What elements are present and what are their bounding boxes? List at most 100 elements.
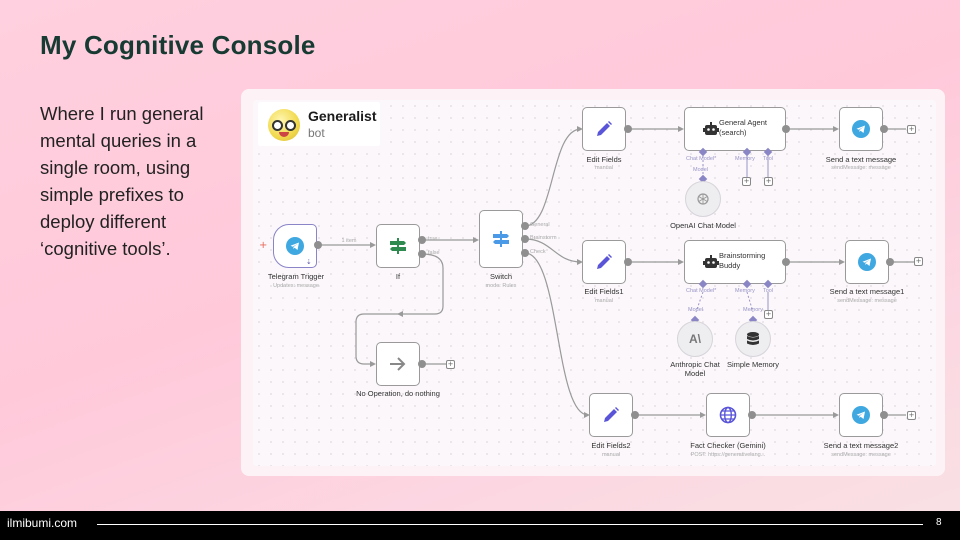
add-node-button[interactable]: + [914, 257, 923, 266]
output-handle[interactable] [631, 411, 639, 419]
node-title: Edit Fields [586, 155, 622, 164]
node-openai-chat-model[interactable] [685, 181, 721, 217]
node-title-line1: General Agent [719, 118, 767, 127]
output-handle[interactable] [418, 360, 426, 368]
node-send-text-message2[interactable] [839, 393, 883, 437]
trigger-lightning-icon: + [259, 240, 268, 251]
node-subtitle: manual [601, 452, 621, 458]
pencil-icon [597, 254, 612, 269]
node-edit-fields2[interactable] [589, 393, 633, 437]
node-fact-checker[interactable] [706, 393, 750, 437]
telegram-icon [286, 237, 304, 255]
port-label-brainstorm: Brainstorm [530, 235, 557, 241]
add-node-button[interactable]: + [907, 125, 916, 134]
node-send-text-message1[interactable] [845, 240, 889, 284]
port-label-memory: Memory [743, 307, 763, 313]
port-label-model: Model [688, 307, 703, 313]
node-title: General Agent (search) [719, 118, 767, 138]
node-title-line1: Anthropic Chat [670, 360, 720, 369]
output-handle[interactable] [782, 125, 790, 133]
robot-icon [703, 255, 719, 268]
switch-check-handle[interactable] [521, 249, 529, 257]
port-label-tool: Tool [763, 288, 774, 294]
slide-title: My Cognitive Console [40, 30, 316, 60]
node-title: Simple Memory [726, 360, 780, 369]
bot-card: Generalist bot [258, 102, 380, 146]
node-telegram-trigger[interactable]: ⇣ [273, 224, 317, 268]
pencil-icon [597, 121, 612, 136]
node-if[interactable] [376, 224, 420, 268]
anthropic-icon: A\ [689, 332, 701, 346]
pencil-icon [604, 407, 619, 422]
node-edit-fields[interactable] [582, 107, 626, 151]
port-label-tool: Tool [763, 156, 774, 162]
footer-site-name: ilmibumi.com [7, 516, 78, 530]
node-switch[interactable] [479, 210, 523, 268]
node-title: No Operation, do nothing [356, 389, 440, 398]
port-label-memory: Memory [735, 156, 755, 162]
port-label-chat-model: Chat Model* [686, 156, 717, 162]
signpost-icon [390, 238, 406, 254]
slide-footer: ilmibumi.com 8 [0, 511, 960, 540]
output-handle[interactable] [624, 258, 632, 266]
telegram-icon [852, 120, 870, 138]
node-subtitle: sendMessage: message [831, 165, 891, 171]
output-handle[interactable] [624, 125, 632, 133]
slide-body-text: Where I run general mental queries in a … [40, 103, 204, 259]
node-title: Telegram Trigger [267, 272, 325, 281]
node-edit-fields1[interactable] [582, 240, 626, 284]
output-handle[interactable] [880, 411, 888, 419]
telegram-icon [858, 253, 876, 271]
port-label-general: General [530, 222, 550, 228]
node-no-operation[interactable] [376, 342, 420, 386]
port-label-true: true [428, 236, 438, 242]
telegram-icon [852, 406, 870, 424]
page-number: 8 [936, 517, 942, 528]
node-send-text-message[interactable] [839, 107, 883, 151]
node-simple-memory[interactable] [735, 321, 771, 357]
bot-name: Generalist [308, 108, 377, 124]
node-subtitle: sendMessage: message [831, 452, 891, 458]
node-anthropic-chat-model[interactable]: A\ [677, 321, 713, 357]
node-title-line1: Brainstorming [719, 251, 766, 260]
robot-icon [703, 122, 719, 135]
add-tool-button[interactable]: + [764, 177, 773, 186]
port-label-memory: Memory [735, 288, 755, 294]
node-title: Send a text message [825, 155, 897, 164]
output-handle[interactable] [880, 125, 888, 133]
node-brainstorming-buddy[interactable]: Brainstorming Buddy [684, 240, 786, 284]
node-subtitle: Updates: message [273, 283, 319, 289]
output-handle[interactable] [314, 241, 322, 249]
node-title: If [395, 272, 401, 281]
pin-icon: ⇣ [306, 258, 312, 266]
output-handle[interactable] [886, 258, 894, 266]
add-tool-button[interactable]: + [764, 310, 773, 319]
footer-divider [97, 524, 923, 525]
node-title: OpenAI Chat Model [670, 221, 736, 230]
add-node-button[interactable]: + [907, 411, 916, 420]
port-label-model: Model [693, 167, 708, 173]
node-subtitle: manual [594, 165, 614, 171]
switch-brainstorm-handle[interactable] [521, 235, 529, 243]
node-subtitle: sendMessage: message [837, 298, 897, 304]
port-label-false: false [428, 250, 440, 256]
if-true-handle[interactable] [418, 236, 426, 244]
if-false-handle[interactable] [418, 250, 426, 258]
database-icon [747, 332, 759, 345]
node-title: Send a text message2 [823, 441, 899, 450]
output-handle[interactable] [782, 258, 790, 266]
node-title: Fact Checker (Gemini) [690, 441, 766, 450]
node-title-line2: (search) [719, 128, 747, 137]
output-handle[interactable] [748, 411, 756, 419]
node-subtitle: manual [594, 298, 614, 304]
add-node-button[interactable]: + [446, 360, 455, 369]
node-general-agent[interactable]: General Agent (search) [684, 107, 786, 151]
port-label-chat-model: Chat Model* [686, 288, 717, 294]
add-memory-button[interactable]: + [742, 177, 751, 186]
node-title: Switch [489, 272, 513, 281]
node-subtitle: mode: Rules [485, 283, 517, 289]
switch-general-handle[interactable] [521, 222, 529, 230]
bot-subtitle: bot [308, 126, 325, 140]
signpost-icon [493, 231, 509, 247]
openai-icon [697, 193, 709, 205]
